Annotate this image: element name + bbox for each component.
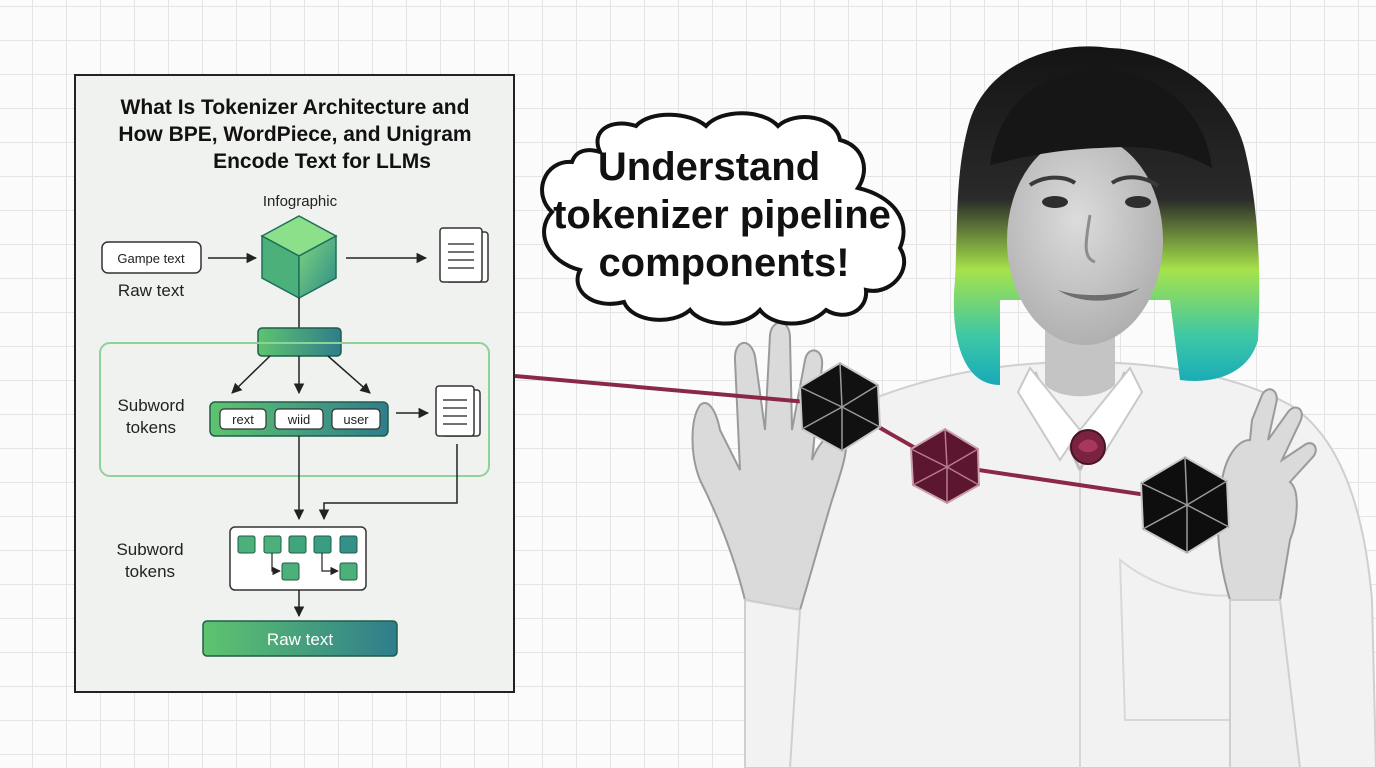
subword-label-2-line-2: tokens (125, 562, 175, 581)
token-1: rext (232, 412, 254, 427)
token-3: user (343, 412, 369, 427)
input-text-box-label: Gampe text (117, 251, 185, 266)
polyhedron-3 (1139, 455, 1231, 555)
polyhedron-1 (798, 361, 882, 453)
tokenizer-cube-icon (260, 215, 338, 300)
document-stack-icon (439, 227, 489, 283)
connector (514, 361, 1231, 555)
infographic-title-line-1: What Is Tokenizer Architecture and (121, 96, 470, 119)
subword-label-1-line-2: tokens (126, 418, 176, 437)
bubble-line-2: tokenizer pipeline (553, 193, 891, 237)
output-bar-label: Raw text (267, 630, 333, 649)
infographic-title-line-3: Encode Text for LLMs (213, 150, 431, 173)
speech-bubble: Understand tokenizer pipeline components… (540, 111, 907, 326)
subword-container (99, 342, 490, 477)
infographic-label: Infographic (263, 193, 338, 210)
input-text-box (101, 241, 202, 274)
input-caption: Raw text (118, 281, 184, 300)
document-icon (435, 385, 481, 437)
polyhedron-2 (909, 427, 981, 505)
speech-bubble-shape (540, 111, 907, 326)
subword-label-2-line-1: Subword (116, 540, 183, 559)
infographic-card: What Is Tokenizer Architecture and How B… (74, 74, 515, 693)
subword-label-1-line-1: Subword (117, 396, 184, 415)
infographic-title-line-2: How BPE, WordPiece, and Unigram (118, 123, 471, 146)
bubble-line-3: components! (598, 241, 849, 285)
token-2: wiid (287, 412, 310, 427)
connector-line (514, 374, 1181, 502)
output-bar (202, 620, 398, 657)
bubble-line-1: Understand (598, 145, 820, 189)
token-grid (229, 526, 367, 591)
